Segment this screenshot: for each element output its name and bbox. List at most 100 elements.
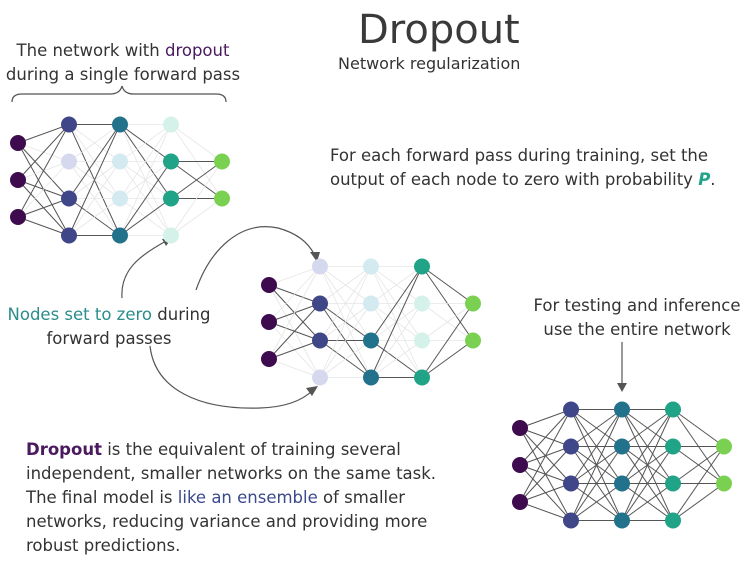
summary-part2: of smaller networks, reducing variance a… <box>26 488 428 555</box>
training-line1: For each forward pass during training, s… <box>330 146 709 165</box>
node <box>163 190 179 207</box>
dropped-node <box>414 332 430 349</box>
edge <box>519 409 572 503</box>
node <box>563 401 579 418</box>
edge <box>519 501 572 521</box>
edge <box>621 409 674 521</box>
edge <box>519 446 572 503</box>
dropped-edge <box>68 124 121 162</box>
edge <box>570 483 623 521</box>
node <box>414 258 430 275</box>
node <box>214 153 230 170</box>
dropped-node <box>312 369 328 386</box>
arrow-to-net1 <box>121 239 169 299</box>
dropped-node <box>61 153 77 170</box>
edge <box>672 409 725 447</box>
node <box>512 457 528 473</box>
full-network <box>512 401 732 529</box>
node <box>665 401 681 418</box>
edge <box>68 124 121 199</box>
dropped-edge <box>370 340 423 378</box>
node <box>614 512 630 529</box>
page-subtitle: Network regularization <box>338 54 521 73</box>
dropped-node <box>112 153 128 170</box>
probability-symbol: P <box>698 170 711 189</box>
node <box>614 401 630 418</box>
dropped-edge <box>17 161 70 218</box>
edge <box>672 446 725 484</box>
dropout-highlight: dropout <box>164 41 230 60</box>
node <box>10 209 26 225</box>
edge <box>68 124 121 236</box>
node <box>665 475 681 492</box>
summary-bold: Dropout <box>26 440 102 459</box>
edge <box>621 409 674 484</box>
edge <box>570 409 623 521</box>
node <box>465 332 481 349</box>
dropped-node <box>363 295 379 312</box>
dropped-edge <box>319 340 372 378</box>
dropped-edge <box>319 266 372 378</box>
edge <box>268 303 321 360</box>
arrowhead-net3 <box>617 383 627 392</box>
node <box>112 227 128 244</box>
node <box>665 438 681 455</box>
edge <box>370 266 423 341</box>
edge <box>370 266 423 378</box>
dropped-edge <box>68 198 121 236</box>
node <box>112 116 128 133</box>
nodes-zero-label: Nodes set to zero during forward passes <box>0 303 218 351</box>
dropped-edge <box>268 358 321 378</box>
dropped-edge <box>421 303 474 341</box>
node <box>363 369 379 386</box>
edge <box>421 340 474 378</box>
dropped-edge <box>370 266 423 304</box>
edge <box>119 198 172 236</box>
node <box>614 438 630 455</box>
node <box>716 475 732 492</box>
edge <box>570 409 623 447</box>
summary-highlight: like an ensemble <box>177 488 318 507</box>
nodes-zero-highlight: Nodes set to zero <box>7 305 153 324</box>
testing-line1: For testing and inference <box>533 296 741 315</box>
summary-part1: is the equivalent of training several in… <box>26 440 437 507</box>
single-pass-text: The network with <box>16 41 165 60</box>
arrow-to-net2-bottom <box>149 345 314 409</box>
node <box>261 314 277 330</box>
dropped-edge <box>119 124 172 199</box>
edge <box>519 409 572 429</box>
dropped-node <box>163 116 179 133</box>
dropped-edge <box>268 266 321 323</box>
edge <box>17 124 70 181</box>
dropped-edge <box>119 124 172 236</box>
node <box>614 475 630 492</box>
dropped-node <box>312 258 328 275</box>
edge <box>268 340 321 360</box>
single-pass-line2: during a single forward pass <box>5 65 241 84</box>
edge <box>421 266 474 304</box>
edge <box>621 409 674 447</box>
node <box>10 172 26 188</box>
node <box>61 116 77 133</box>
edge <box>672 446 725 521</box>
dropped-edge <box>370 303 423 378</box>
edge <box>119 161 172 236</box>
testing-line2: use the entire network <box>543 320 731 339</box>
testing-label: For testing and inference use the entire… <box>520 294 754 342</box>
node <box>414 369 430 386</box>
node <box>563 512 579 529</box>
dropped-edge <box>319 266 372 304</box>
dropped-node <box>414 295 430 312</box>
summary-paragraph: Dropout is the equivalent of training se… <box>26 438 446 558</box>
node <box>563 475 579 492</box>
edge <box>672 483 725 521</box>
node <box>665 512 681 529</box>
edge <box>170 161 223 199</box>
dropped-edge <box>319 266 372 341</box>
node <box>312 295 328 312</box>
training-line2-end: . <box>710 170 716 189</box>
dropout-network-1 <box>10 116 230 244</box>
edge <box>17 216 70 236</box>
nodes-zero-line2: forward passes <box>46 329 172 348</box>
edge <box>621 483 674 521</box>
